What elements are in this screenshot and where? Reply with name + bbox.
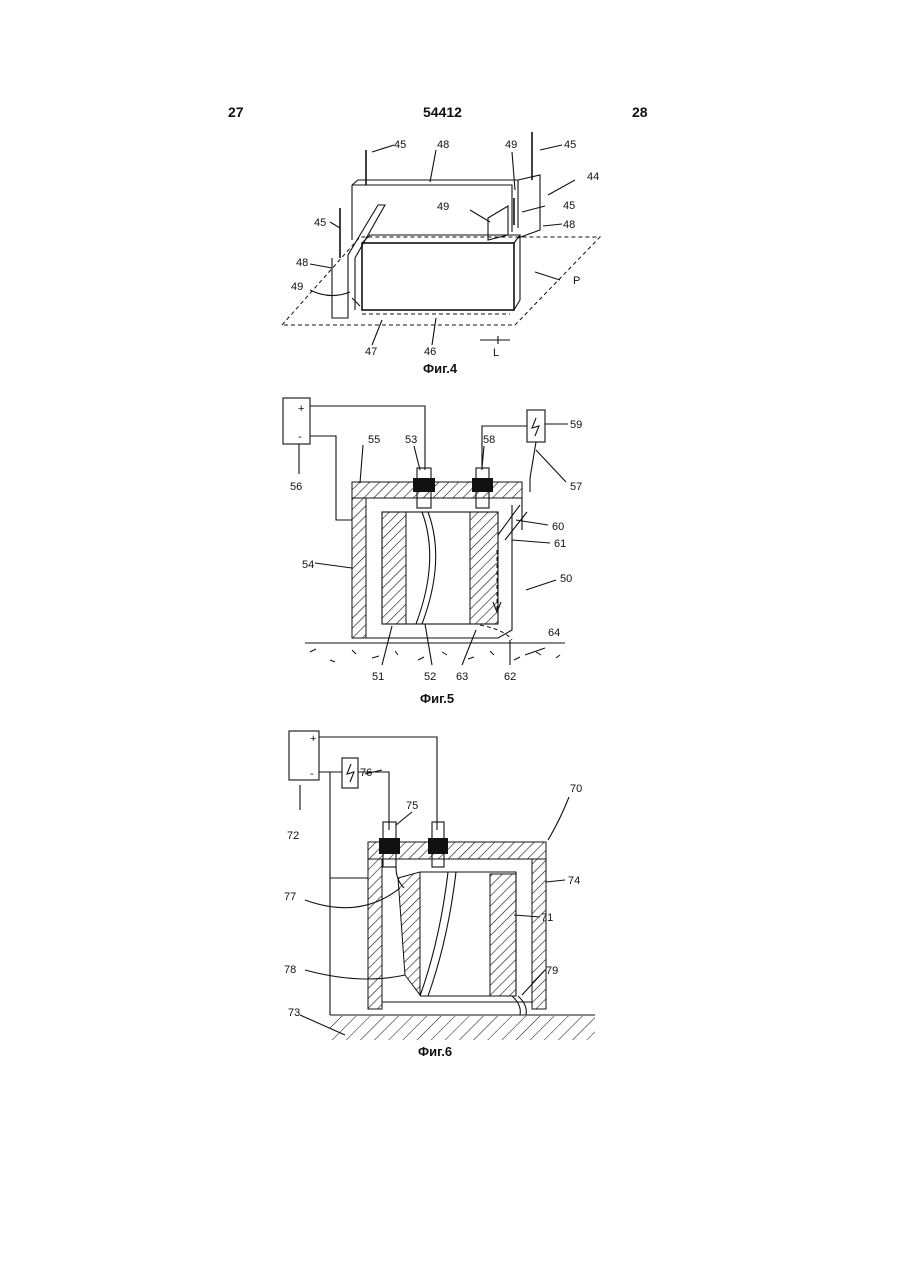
- insulator-58: [472, 478, 493, 492]
- right-plate-back: [518, 175, 540, 238]
- label-52: 52: [424, 671, 436, 683]
- tube-79: [512, 996, 526, 1015]
- label-47: 47: [365, 346, 377, 358]
- label-62: 62: [504, 671, 516, 683]
- plus-sign: +: [298, 403, 304, 415]
- wall-54: [352, 498, 366, 638]
- label-44: 44: [587, 171, 599, 183]
- label-51: 51: [372, 671, 384, 683]
- ground-hatch: [330, 1016, 595, 1040]
- channel-52: [416, 512, 436, 624]
- charge-right: [470, 512, 498, 624]
- label-45: 45: [314, 217, 326, 229]
- wire-minus: [310, 436, 352, 520]
- insulator-53: [413, 478, 435, 492]
- channel: [420, 872, 456, 996]
- figure-5-caption: Фиг.5: [420, 691, 454, 706]
- label-45: 45: [563, 200, 575, 212]
- wall-left: [368, 859, 382, 1009]
- spark-icon: [532, 418, 539, 436]
- minus-sign: -: [298, 431, 302, 443]
- plane-p-outline: [282, 237, 600, 325]
- lid-55: [352, 482, 522, 498]
- label-49: 49: [505, 139, 517, 151]
- label-59: 59: [570, 419, 582, 431]
- charge-left: [398, 872, 420, 995]
- label-48: 48: [296, 257, 308, 269]
- label-64: 64: [548, 627, 560, 639]
- label-71: 71: [541, 912, 553, 924]
- wall-right: [532, 859, 546, 1009]
- label-74: 74: [568, 875, 580, 887]
- label-56: 56: [290, 481, 302, 493]
- label-49: 49: [437, 201, 449, 213]
- label-79: 79: [546, 965, 558, 977]
- front-block-top: [362, 235, 520, 310]
- charge-71: [490, 874, 516, 996]
- back-block: [352, 180, 518, 240]
- label-76: 76: [360, 767, 372, 779]
- label-l: L: [493, 347, 499, 359]
- insulator-75: [379, 838, 400, 854]
- label-46: 46: [424, 346, 436, 358]
- ground-texture: [310, 649, 560, 662]
- front-block: [362, 243, 514, 310]
- figure-6-caption: Фиг.6: [418, 1044, 452, 1059]
- wire-plus: [319, 737, 437, 830]
- label-58: 58: [483, 434, 495, 446]
- igniter-59: [527, 410, 545, 442]
- label-45: 45: [394, 139, 406, 151]
- label-p: P: [573, 275, 580, 287]
- label-45: 45: [564, 139, 576, 151]
- plus-sign: +: [310, 733, 316, 745]
- label-48: 48: [563, 219, 575, 231]
- label-57: 57: [570, 481, 582, 493]
- figure-4-caption: Фиг.4: [423, 361, 458, 376]
- label-73: 73: [288, 1007, 300, 1019]
- label-75: 75: [406, 800, 418, 812]
- label-53: 53: [405, 434, 417, 446]
- label-54: 54: [302, 559, 314, 571]
- label-49: 49: [291, 281, 303, 293]
- wire-igniter: [482, 426, 527, 470]
- charge-left: [382, 512, 406, 624]
- label-55: 55: [368, 434, 380, 446]
- figure-6: + - 76 70 75: [284, 731, 595, 1059]
- spark-icon: [347, 764, 354, 782]
- figure-5: + -: [283, 398, 582, 706]
- figure-4: 45 48 49 45 44 49 45 48 45 48 49 P 47 46…: [282, 132, 600, 376]
- label-48: 48: [437, 139, 449, 151]
- label-78: 78: [284, 964, 296, 976]
- insulator-center: [428, 838, 448, 854]
- label-63: 63: [456, 671, 468, 683]
- label-70: 70: [570, 783, 582, 795]
- label-50: 50: [560, 573, 572, 585]
- label-72: 72: [287, 830, 299, 842]
- minus-sign: -: [310, 768, 314, 780]
- label-77: 77: [284, 891, 296, 903]
- power-source-56: [283, 398, 310, 444]
- label-60: 60: [552, 521, 564, 533]
- label-61: 61: [554, 538, 566, 550]
